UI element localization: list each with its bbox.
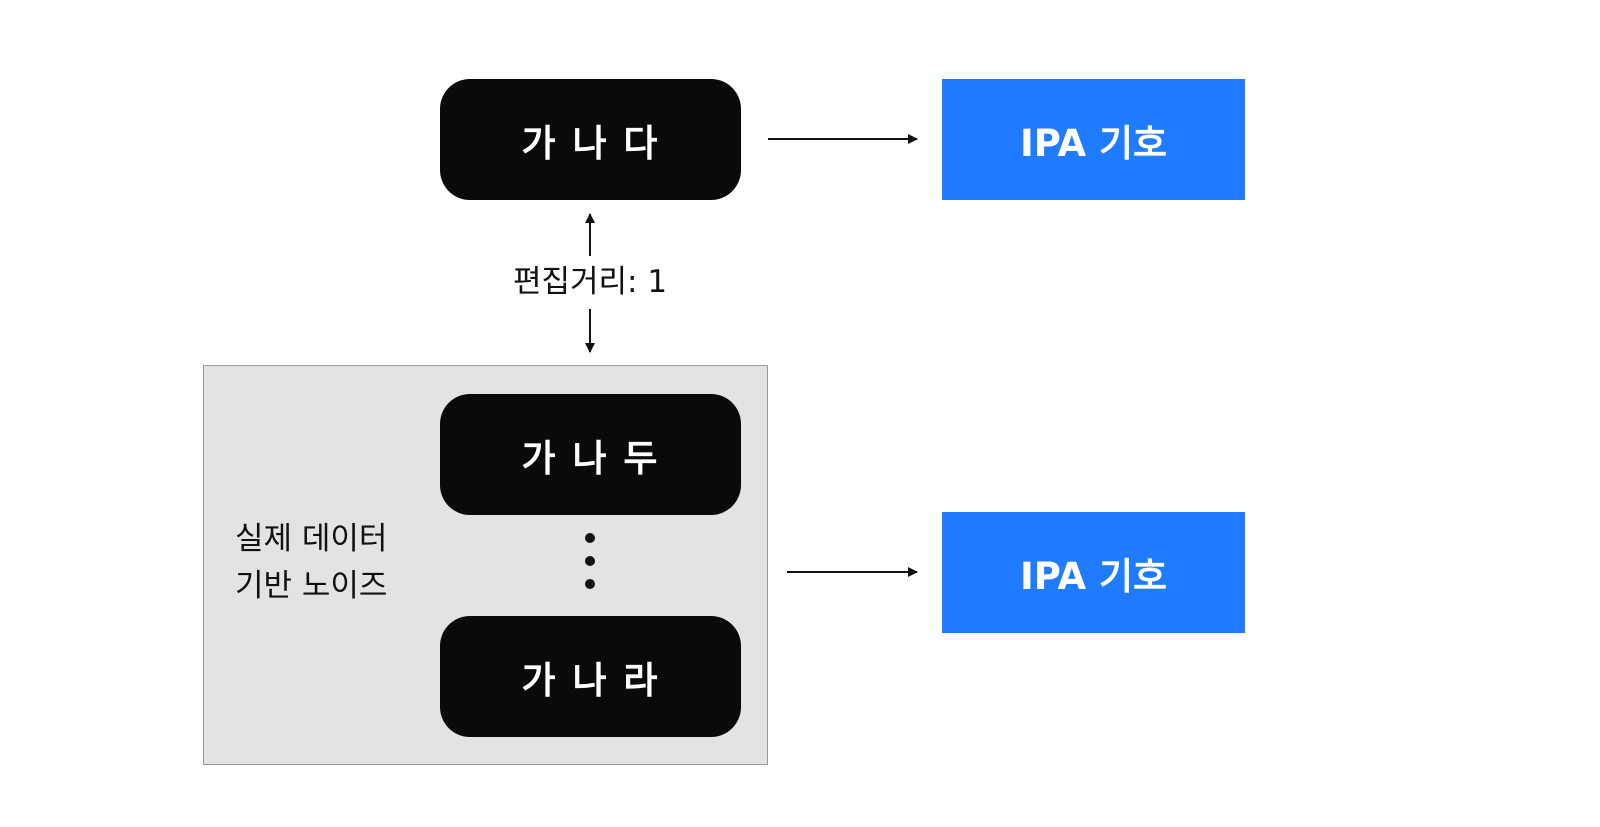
edit-distance-label: 편집거리: 1 — [512, 264, 668, 300]
ellipsis-dot — [585, 579, 595, 589]
noise-word-node-2: 가 나 라 — [440, 616, 741, 737]
ipa-node-top: IPA 기호 — [942, 79, 1245, 200]
ipa-node-bottom: IPA 기호 — [942, 512, 1245, 633]
ellipsis-dot — [585, 556, 595, 566]
ellipsis-dot — [585, 533, 595, 543]
noise-group-label: 실제 데이터 기반 노이즈 — [235, 521, 388, 604]
noise-word-node-1: 가 나 두 — [440, 394, 741, 515]
ellipsis-dots — [582, 533, 598, 597]
source-word-node: 가 나 다 — [440, 79, 741, 200]
